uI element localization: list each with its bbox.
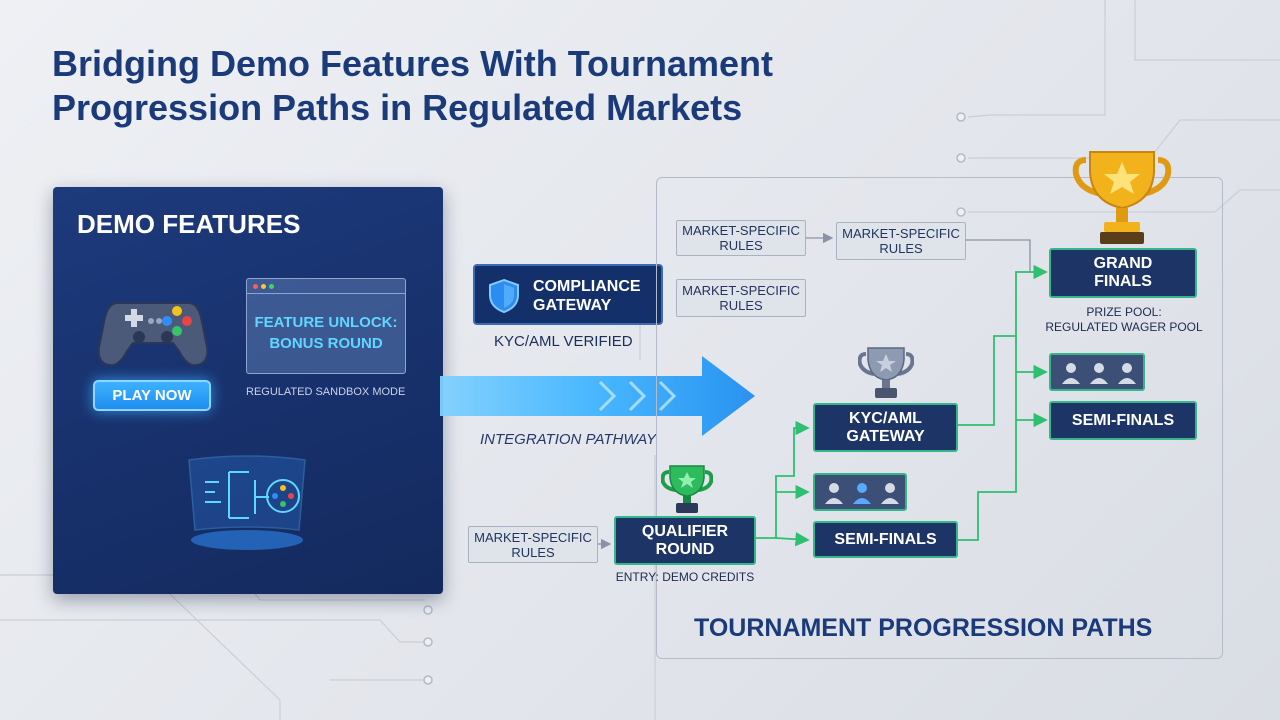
play-now-button[interactable]: PLAY NOW (93, 380, 211, 411)
kyc-trophy-icon (858, 347, 914, 398)
shield-icon (489, 278, 519, 314)
grand-finals-trophy-icon (1072, 151, 1172, 244)
grand-finals-line-1: GRAND (1093, 255, 1153, 272)
window-dot-green-icon (269, 284, 274, 289)
rules-line-2: RULES (879, 241, 923, 256)
semi-finals-node-top: SEMI-FINALS (1049, 401, 1197, 440)
players-icon (825, 483, 899, 504)
rules-line-1: MARKET-SPECIFIC (682, 283, 800, 298)
demo-features-heading: DEMO FEATURES (77, 209, 301, 239)
demo-features-panel: DEMO FEATURES PLAY NOW FEATURE UNLOCK: B… (53, 187, 443, 594)
players-node-top (1049, 353, 1145, 391)
sandbox-mode-label: REGULATED SANDBOX MODE (246, 386, 406, 398)
qualifier-trophy-icon (661, 465, 713, 513)
players-node-bottom (813, 473, 907, 511)
feature-unlock-line-2: BONUS ROUND (269, 335, 383, 352)
prize-line-1: PRIZE POOL: (1086, 305, 1162, 319)
compliance-gateway-box: COMPLIANCE GATEWAY (473, 264, 663, 325)
kyc-verified-label: KYC/AML VERIFIED (494, 333, 633, 350)
rules-line-2: RULES (719, 298, 763, 313)
feature-unlock-line-1: FEATURE UNLOCK: (254, 314, 398, 331)
kyc-line-1: KYC/AML (849, 409, 922, 427)
tournament-frame (656, 177, 1223, 659)
players-icon (1062, 363, 1136, 384)
grand-finals-line-2: FINALS (1094, 273, 1152, 290)
gamepad-icon (97, 302, 209, 367)
window-dot-yellow-icon (261, 284, 266, 289)
title-line-1: Bridging Demo Features With Tournament (52, 43, 774, 84)
prize-pool-label: PRIZE POOL: REGULATED WAGER POOL (1040, 305, 1208, 335)
entry-demo-credits-label: ENTRY: DEMO CREDITS (615, 570, 755, 584)
title-line-2: Progression Paths in Regulated Markets (52, 87, 743, 128)
hologram-icon (188, 455, 306, 550)
page-title: Bridging Demo Features With Tournament P… (52, 42, 952, 130)
compliance-line-2: GATEWAY (533, 297, 612, 314)
feature-unlock-window: FEATURE UNLOCK: BONUS ROUND (246, 278, 406, 374)
semi-finals-node-bottom: SEMI-FINALS (813, 521, 958, 558)
rules-line-1: MARKET-SPECIFIC (842, 226, 960, 241)
integration-arrow (440, 356, 755, 436)
rules-line-2: RULES (511, 544, 555, 560)
rules-line-1: MARKET-SPECIFIC (682, 223, 800, 238)
tournament-section-title: TOURNAMENT PROGRESSION PATHS (694, 614, 1153, 642)
integration-pathway-label: INTEGRATION PATHWAY (480, 431, 657, 448)
compliance-line-1: COMPLIANCE (533, 278, 641, 295)
window-dot-red-icon (253, 284, 258, 289)
qualifier-line-2: ROUND (655, 540, 715, 558)
kyc-line-2: GATEWAY (846, 427, 925, 445)
feature-unlock-text: FEATURE UNLOCK: BONUS ROUND (247, 312, 405, 354)
rules-line-2: RULES (719, 238, 763, 253)
rules-line-1: MARKET-SPECIFIC (474, 529, 592, 545)
compliance-gateway-label: COMPLIANCE GATEWAY (533, 277, 641, 315)
prize-line-2: REGULATED WAGER POOL (1045, 320, 1203, 334)
qualifier-line-1: QUALIFIER (641, 522, 729, 540)
window-divider (247, 293, 405, 294)
